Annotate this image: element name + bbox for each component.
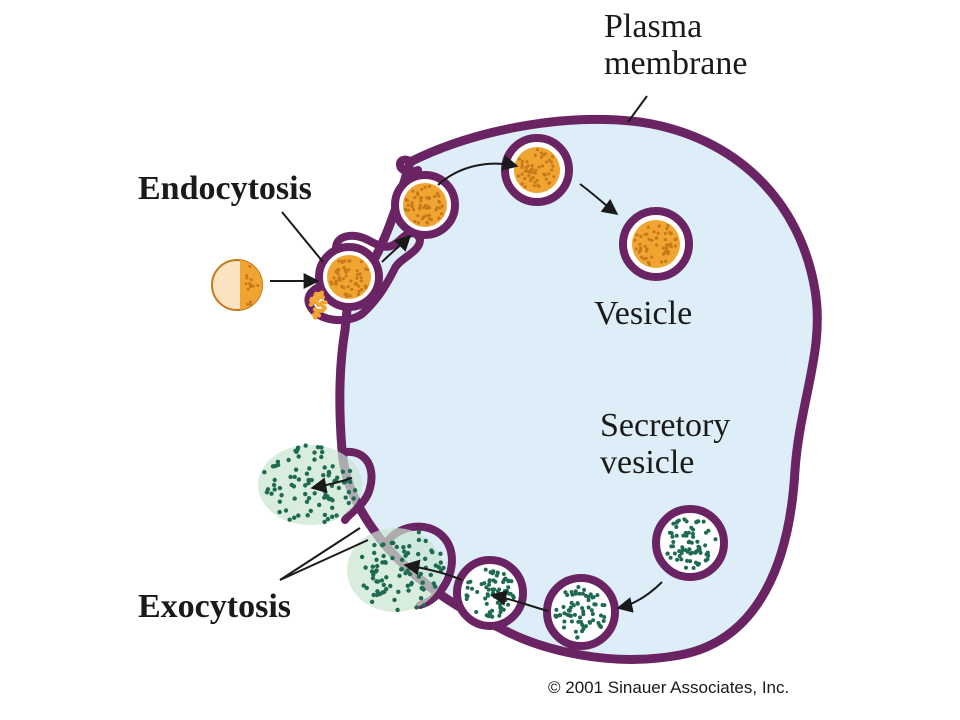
- secretory-vesicle-docking: [453, 556, 527, 630]
- released-cargo-cloud-upper: [258, 445, 362, 525]
- label-secretory-line1: Secretory: [600, 407, 731, 444]
- released-cargo-cloud-lower: [347, 528, 443, 612]
- label-plasma-membrane: Plasma membrane: [604, 8, 748, 82]
- arrow-bud-to-vesicle: [381, 234, 412, 263]
- label-endocytosis: Endocytosis: [138, 170, 312, 207]
- label-secretory-vesicle: Secretory vesicle: [600, 407, 730, 481]
- budding-vesicle-cargo: [327, 255, 371, 299]
- label-vesicle: Vesicle: [594, 295, 693, 332]
- cargo-particles: [244, 148, 718, 640]
- label-plasma-membrane-line1: Plasma: [604, 8, 703, 45]
- endocytic-membrane-fold: [304, 155, 425, 325]
- copyright-notice: © 2001 Sinauer Associates, Inc.: [548, 678, 790, 697]
- label-secretory-line2: vesicle: [600, 444, 695, 481]
- label-plasma-membrane-line2: membrane: [604, 45, 748, 82]
- exocytic-pocket-membrane: [341, 447, 376, 524]
- secretory-vesicle-lower: [543, 574, 619, 650]
- arrow-vesicle-to-top: [437, 155, 519, 186]
- arrow-docking-to-fusion: [403, 559, 463, 581]
- arrow-pocket-release: [310, 477, 353, 494]
- arrow-top-to-free-vesicle: [579, 183, 619, 215]
- leader-plasma-membrane: [627, 95, 648, 123]
- label-exocytosis: Exocytosis: [138, 588, 291, 625]
- leader-endocytosis: [281, 211, 324, 263]
- leader-exocytosis-1: [279, 527, 361, 581]
- leader-exocytosis-2: [279, 539, 369, 581]
- arrow-lower-to-docking: [490, 590, 549, 612]
- arrow-secretory-to-lower: [616, 581, 663, 613]
